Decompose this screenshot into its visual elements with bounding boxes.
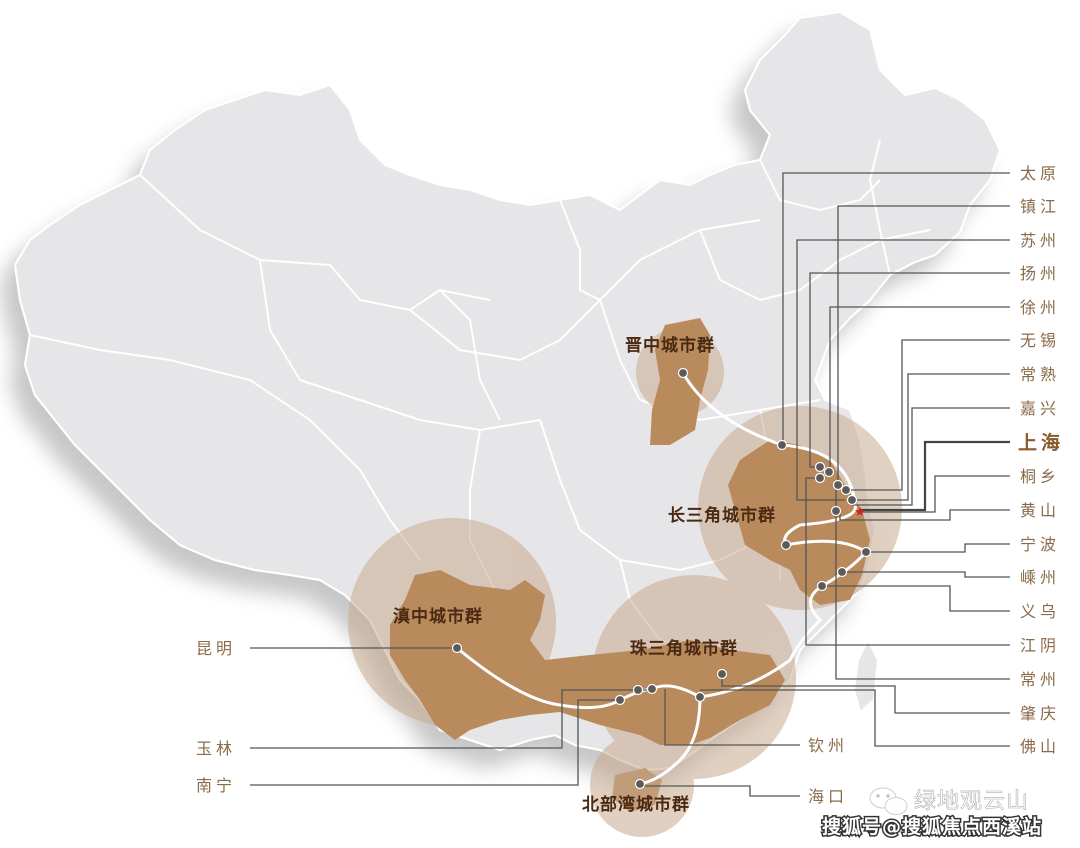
city-label-yangzhou: 扬州 — [1020, 264, 1060, 283]
dot-suzhou — [830, 505, 842, 517]
label-jinzhong: 晋中城市群 — [625, 335, 715, 356]
city-label-jiangyin: 江阴 — [1020, 636, 1060, 655]
label-pearl: 珠三角城市群 — [630, 638, 738, 659]
city-label-tongxiang: 桐乡 — [1020, 467, 1060, 486]
label-beibu: 北部湾城市群 — [582, 794, 690, 815]
dot-changshu — [846, 494, 858, 506]
left-city-labels: 昆明 玉林 南宁 — [196, 639, 236, 795]
city-label-jiaxing: 嘉兴 — [1020, 399, 1060, 418]
city-label-shengzhou: 嵊州 — [1020, 568, 1060, 587]
dot-zhenjiang — [832, 479, 844, 491]
label-yunnan: 滇中城市群 — [393, 606, 483, 627]
dot-changzhou — [823, 466, 835, 478]
dot-huangshan — [780, 539, 792, 551]
watermark-source: 搜狐号@搜狐焦点西溪站 — [822, 815, 1042, 838]
dot-zhaoqing — [716, 668, 728, 680]
city-label-nanning: 南宁 — [196, 776, 236, 795]
dot-nanning — [614, 694, 626, 706]
bottom-city-labels: 钦州 海口 — [808, 736, 848, 806]
city-label-xuzhou: 徐州 — [1020, 298, 1060, 317]
wechat-icon — [869, 787, 908, 815]
city-label-shanghai: 上海 — [1018, 431, 1064, 454]
region-yangtze-delta — [728, 440, 870, 605]
dot-haikou — [634, 778, 646, 790]
dot-yangzhou — [814, 461, 826, 473]
city-label-yulin: 玉林 — [196, 739, 236, 758]
dot-yiwu — [816, 580, 828, 592]
dot-taiyuan-cluster — [677, 367, 689, 379]
dot-ningbo — [860, 546, 872, 558]
dot-jiangyin — [814, 472, 826, 484]
shanghai-star-icon: ★ — [854, 505, 866, 520]
city-label-suzhou: 苏州 — [1020, 231, 1060, 250]
city-label-changzhou: 常州 — [1020, 670, 1060, 689]
city-label-changshu: 常熟 — [1020, 365, 1060, 384]
watermark-account: 绿地观云山 — [914, 789, 1029, 814]
dot-xuzhou — [776, 439, 788, 451]
watermark: 绿地观云山 搜狐号@搜狐焦点西溪站 — [821, 787, 1043, 840]
city-label-qinzhou: 钦州 — [808, 736, 848, 755]
city-label-zhaoqing: 肇庆 — [1020, 704, 1060, 723]
dot-kunming — [451, 642, 463, 654]
cluster-regions — [390, 318, 870, 745]
right-city-labels: 太原 镇江 苏州 扬州 徐州 无锡 常熟 嘉兴 上海 桐乡 黄山 宁波 嵊州 义… — [1018, 164, 1064, 756]
dot-wuxi — [840, 484, 852, 496]
city-label-foshan: 佛山 — [1020, 737, 1060, 756]
city-label-wuxi: 无锡 — [1020, 331, 1060, 350]
dot-qinzhou — [632, 684, 644, 696]
city-label-kunming: 昆明 — [196, 639, 236, 658]
city-label-yiwu: 义乌 — [1020, 602, 1060, 621]
cluster-labels: 晋中城市群 长三角城市群 滇中城市群 珠三角城市群 北部湾城市群 — [393, 335, 776, 815]
city-label-ningbo: 宁波 — [1020, 535, 1060, 554]
city-dots — [451, 367, 872, 790]
dot-yulin — [646, 683, 658, 695]
city-label-taiyuan: 太原 — [1020, 164, 1060, 183]
city-label-zhenjiang: 镇江 — [1020, 197, 1060, 216]
dot-shengzhou — [836, 566, 848, 578]
region-shanxi — [650, 318, 710, 445]
region-yunnan-guangxi-guangdong — [390, 570, 785, 745]
taiwan-island — [852, 637, 880, 714]
label-yangtze: 长三角城市群 — [668, 505, 776, 526]
city-label-haikou: 海口 — [808, 787, 848, 806]
city-label-huangshan: 黄山 — [1020, 501, 1060, 520]
dot-foshan — [694, 691, 706, 703]
